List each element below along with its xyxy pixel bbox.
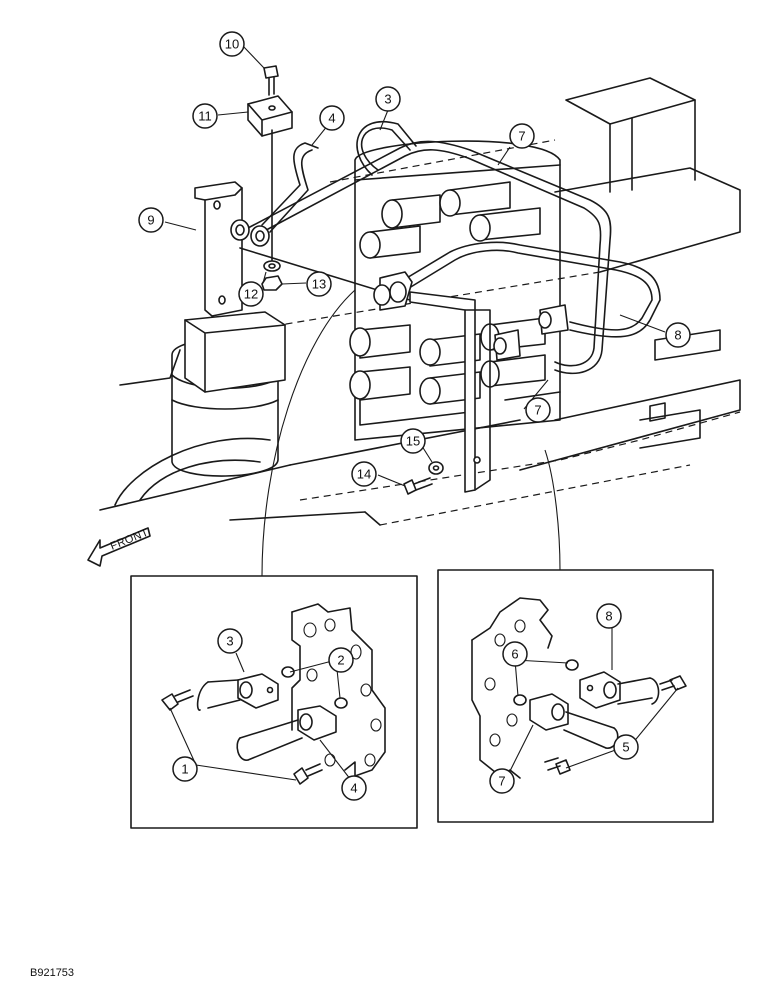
callout-1: 1 — [172, 756, 198, 782]
washer-15 — [428, 461, 444, 475]
tube-7 — [247, 140, 612, 375]
callout-12: 12 — [238, 281, 264, 307]
callout-7-lower: 7 — [525, 397, 551, 423]
tube-end-fittings — [230, 219, 569, 361]
detail-left-flange-3 — [196, 673, 279, 711]
detail-right-flange-8 — [579, 671, 660, 709]
callout-7-lower-label: 7 — [534, 403, 541, 418]
callout-14-label: 14 — [357, 467, 371, 482]
callout-10-label: 10 — [225, 37, 239, 52]
bolt-14 — [403, 477, 433, 495]
callout-leaders — [164, 44, 679, 785]
callout-3-main-label: 3 — [384, 92, 391, 107]
bolt-10 — [263, 65, 279, 263]
callout-11-label: 11 — [198, 109, 212, 124]
detail-left-capscrews-1 — [161, 689, 323, 785]
callout-4-detail: 4 — [341, 775, 367, 801]
callout-7-detail-label: 7 — [498, 774, 505, 789]
callout-7-top-label: 7 — [518, 129, 525, 144]
front-label: FRONT — [109, 527, 151, 553]
detail-right-capscrews-5 — [544, 675, 687, 775]
callout-3-detail: 3 — [217, 628, 243, 654]
callout-15-label: 15 — [406, 434, 420, 449]
callout-13-label: 13 — [312, 277, 326, 292]
detail-left-valve-face — [291, 603, 386, 777]
callout-6-label: 6 — [511, 647, 518, 662]
detail-right-flange-7 — [529, 693, 619, 749]
tube-4 — [261, 142, 319, 233]
tube-3 — [356, 121, 417, 176]
figure-id: B921753 — [30, 967, 74, 979]
callout-15: 15 — [400, 428, 426, 454]
detail-view-right-frame — [437, 569, 714, 823]
mounting-bracket-left — [194, 181, 243, 317]
callout-3-main: 3 — [375, 86, 401, 112]
detail-right-o-rings — [513, 659, 579, 706]
callout-12-label: 12 — [244, 287, 258, 302]
callout-6: 6 — [502, 641, 528, 667]
callout-11: 11 — [192, 103, 218, 129]
callout-13: 13 — [306, 271, 332, 297]
callout-9-label: 9 — [147, 213, 154, 228]
callout-4-main: 4 — [319, 105, 345, 131]
detail-left-o-rings — [281, 666, 348, 709]
callout-10: 10 — [219, 31, 245, 57]
callout-7-detail: 7 — [489, 768, 515, 794]
callout-14: 14 — [351, 461, 377, 487]
callout-1-label: 1 — [181, 762, 188, 777]
callout-7-top: 7 — [509, 123, 535, 149]
callout-8-detail: 8 — [596, 603, 622, 629]
callout-9: 9 — [138, 207, 164, 233]
callout-8-main: 8 — [665, 322, 691, 348]
washer-12 — [263, 260, 281, 272]
callout-2: 2 — [328, 647, 354, 673]
detail-right-valve-face — [471, 597, 553, 779]
nut-13 — [261, 275, 283, 291]
clamp-11 — [247, 95, 293, 137]
callout-2-label: 2 — [337, 653, 344, 668]
tube-8 — [389, 241, 661, 338]
callout-8-detail-label: 8 — [605, 609, 612, 624]
callout-5: 5 — [613, 734, 639, 760]
front-direction-arrow: FRONT — [87, 527, 151, 567]
callout-4-main-label: 4 — [328, 111, 335, 126]
callout-4-detail-label: 4 — [350, 781, 357, 796]
callout-8-main-label: 8 — [674, 328, 681, 343]
machine-frame-outline — [99, 77, 741, 526]
detail-left-flange-4 — [236, 705, 337, 761]
detail-view-left-frame — [130, 575, 418, 829]
callout-5-label: 5 — [622, 740, 629, 755]
callout-3-detail-label: 3 — [226, 634, 233, 649]
